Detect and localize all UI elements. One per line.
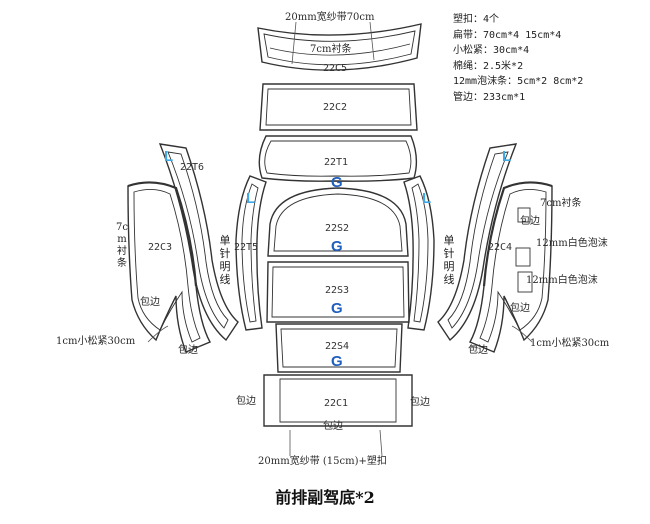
piece-22s2-outline — [267, 187, 409, 257]
note-line: 12mm泡沫条：5cm*2 8cm*2 — [453, 76, 584, 87]
materials-notes: 塑扣：4个 扁带：70cm*4 15cm*4 小松紧：30cm*4 棉绳：2.5… — [453, 12, 583, 105]
piece-22c3-outline — [127, 181, 211, 353]
left-single-stitch-label: 单针明线 — [219, 234, 231, 286]
piece-code-22c2: 22C2 — [323, 102, 348, 113]
piece-22c4-inner — [479, 189, 547, 343]
piece-22t6-inner — [167, 151, 229, 329]
piece-22s2-inner — [273, 193, 403, 252]
center-binding-right-label: 包边 — [410, 397, 430, 408]
right-binding-label: 包边 — [510, 303, 530, 314]
side-mark-l-right-mid: L — [422, 190, 432, 207]
piece-22t5r-outline — [403, 175, 435, 331]
piece-code-22c3: 22C3 — [148, 242, 173, 253]
piece-code-22s2: 22S2 — [325, 223, 350, 234]
piece-code-22s3: 22S3 — [325, 285, 350, 296]
piece-22c5-lining-band — [269, 43, 411, 56]
piece-22t6r-outline — [437, 143, 518, 342]
piece-22s3-inner — [271, 266, 405, 318]
foam-box-2 — [517, 271, 533, 293]
foam-box-1 — [515, 247, 531, 267]
piece-22t1-inner — [264, 140, 412, 177]
note-line: 塑扣：4个 — [453, 14, 500, 25]
grain-mark-g-t1: G — [331, 174, 343, 191]
top-lining-label: 7cm衬条 — [310, 44, 352, 55]
piece-22c2-outline — [259, 83, 418, 131]
piece-22t6-outline — [158, 143, 239, 342]
note-line: 小松紧：30cm*4 — [453, 45, 530, 56]
side-mark-l-right-top: L — [502, 148, 512, 165]
piece-22s4-outline — [275, 323, 403, 373]
piece-22c2-inner — [265, 88, 412, 126]
note-line: 扁带：70cm*4 15cm*4 — [453, 29, 562, 41]
piece-22c5-inner — [263, 30, 416, 66]
piece-22c3-inner — [133, 189, 201, 343]
piece-code-22t1: 22T1 — [324, 157, 349, 168]
right-binding-top-label: 包边 — [520, 216, 540, 227]
piece-22s4-inner — [280, 328, 398, 368]
bottom-strap-label: 20mm宽纱带 (15cm)+塑扣 — [258, 456, 387, 467]
piece-22t1-outline — [258, 135, 418, 182]
foam-label-2: 12mm白色泡沫 — [526, 275, 598, 286]
left-binding-bottom-label: 包边 — [178, 345, 198, 356]
piece-22c4-binding-edge — [482, 181, 553, 287]
left-binding-label: 包边 — [140, 297, 160, 308]
right-single-stitch-label: 单针明线 — [443, 234, 455, 286]
piece-code-22c5: 22C5 — [323, 63, 348, 74]
piece-22t5-outline — [235, 175, 267, 331]
note-line: 棉绳：2.5米*2 — [453, 60, 524, 72]
left-elastic-label: 1cm小松紧30cm — [56, 336, 136, 347]
foam-label-1: 12mm白色泡沫 — [536, 238, 608, 249]
piece-22c3-binding-edge — [127, 181, 198, 287]
grain-mark-g-s4: G — [331, 353, 343, 370]
side-mark-l-left-mid: L — [246, 190, 256, 207]
piece-22c1-inner — [279, 378, 397, 423]
grain-mark-g-s3: G — [331, 300, 343, 317]
piece-code-22c4: 22C4 — [488, 242, 513, 253]
left-lining-label: 7cm衬条 — [116, 222, 128, 269]
piece-22c5-outline — [257, 23, 422, 71]
note-line: 管边：233cm*1 — [453, 91, 526, 103]
right-lining-label: 7cm衬条 — [540, 198, 582, 209]
right-binding-bottom-label: 包边 — [468, 345, 488, 356]
piece-code-22t5: 22T5 — [234, 242, 259, 253]
piece-22t5-inner — [241, 183, 259, 323]
piece-code-22s4: 22S4 — [325, 341, 350, 352]
grain-mark-g-s2: G — [331, 238, 343, 255]
foam-box-3 — [517, 207, 531, 223]
center-binding-bottom-label: 包边 — [323, 421, 343, 432]
piece-code-22t6: 22T6 — [180, 162, 205, 173]
piece-22t5r-inner — [411, 183, 429, 323]
diagram-title: 前排副驾底*2 — [275, 488, 375, 507]
piece-code-22c1: 22C1 — [324, 398, 349, 409]
side-mark-l-left-top: L — [164, 148, 174, 165]
piece-22c1-outline — [263, 374, 413, 427]
piece-22t6r-inner — [447, 151, 509, 329]
top-strap-label: 20mm宽纱带70cm — [285, 12, 375, 23]
center-binding-left-label: 包边 — [236, 396, 256, 407]
right-elastic-label: 1cm小松紧30cm — [530, 338, 610, 349]
